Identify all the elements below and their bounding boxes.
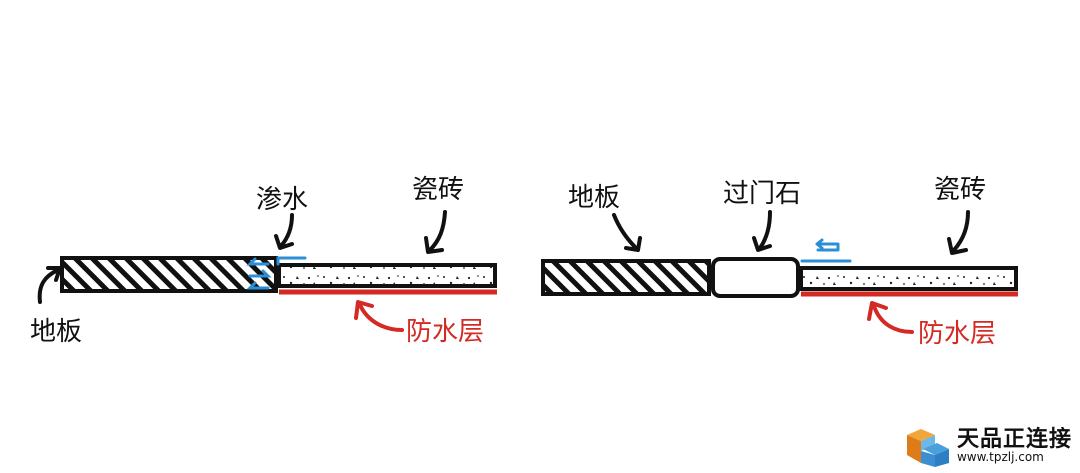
left-label-floor: 地板 — [30, 317, 82, 347]
left-floor-callout-arrow-icon — [37, 268, 60, 304]
right-threshold-callout-arrowhead-icon — [752, 236, 772, 252]
right-floor-slab — [541, 259, 711, 296]
right-floor-callout-arrowhead-icon — [624, 236, 642, 252]
right-floor-callout-arrow-icon — [612, 213, 638, 250]
watermark: 天品正连接 www.tpzlj.com — [905, 425, 1072, 467]
right-waterproof-callout-arrowhead-icon — [867, 301, 888, 321]
right-threshold-stone — [711, 257, 800, 298]
right-tile-callout-arrow-icon — [952, 210, 970, 252]
left-tile-slab — [277, 263, 497, 288]
right-tile-callout-arrowhead-icon — [947, 237, 968, 255]
left-seep-arrows-icon — [246, 256, 307, 290]
watermark-brand: 天品正连接 — [956, 427, 1072, 453]
left-tile-callout-arrowhead-icon — [424, 236, 444, 254]
right-threshold-callout-arrow-icon — [758, 210, 772, 250]
brand-logo-icon — [906, 429, 949, 467]
right-label-threshold: 过门石 — [723, 179, 801, 209]
right-diagram: 地板 过门石 瓷砖 防水层 — [541, 175, 1018, 349]
right-label-tile: 瓷砖 — [934, 175, 986, 205]
watermark-url: www.tpzlj.com — [956, 450, 1044, 465]
left-label-seep: 渗水 — [256, 185, 308, 215]
right-label-floor: 地板 — [568, 183, 620, 213]
left-floor-callout-arrowhead-icon — [46, 266, 62, 282]
right-water-flow-icon — [800, 238, 852, 263]
left-diagram: 地板 渗水 瓷砖 防水层 — [30, 175, 497, 347]
right-label-waterproof: 防水层 — [918, 319, 996, 349]
right-waterproof-callout-arrow-icon — [872, 304, 914, 334]
right-tile-slab — [799, 266, 1018, 291]
left-waterproof-callout-arrow-icon — [358, 303, 404, 332]
left-waterproof-callout-arrowhead-icon — [354, 300, 374, 320]
left-floor-slab — [60, 256, 278, 293]
left-tile-callout-arrow-icon — [428, 210, 447, 252]
left-seep-callout-arrow-icon — [279, 213, 294, 248]
left-label-waterproof: 防水层 — [406, 317, 484, 347]
left-label-tile: 瓷砖 — [412, 175, 464, 205]
left-seep-callout-arrowhead-icon — [274, 234, 294, 250]
